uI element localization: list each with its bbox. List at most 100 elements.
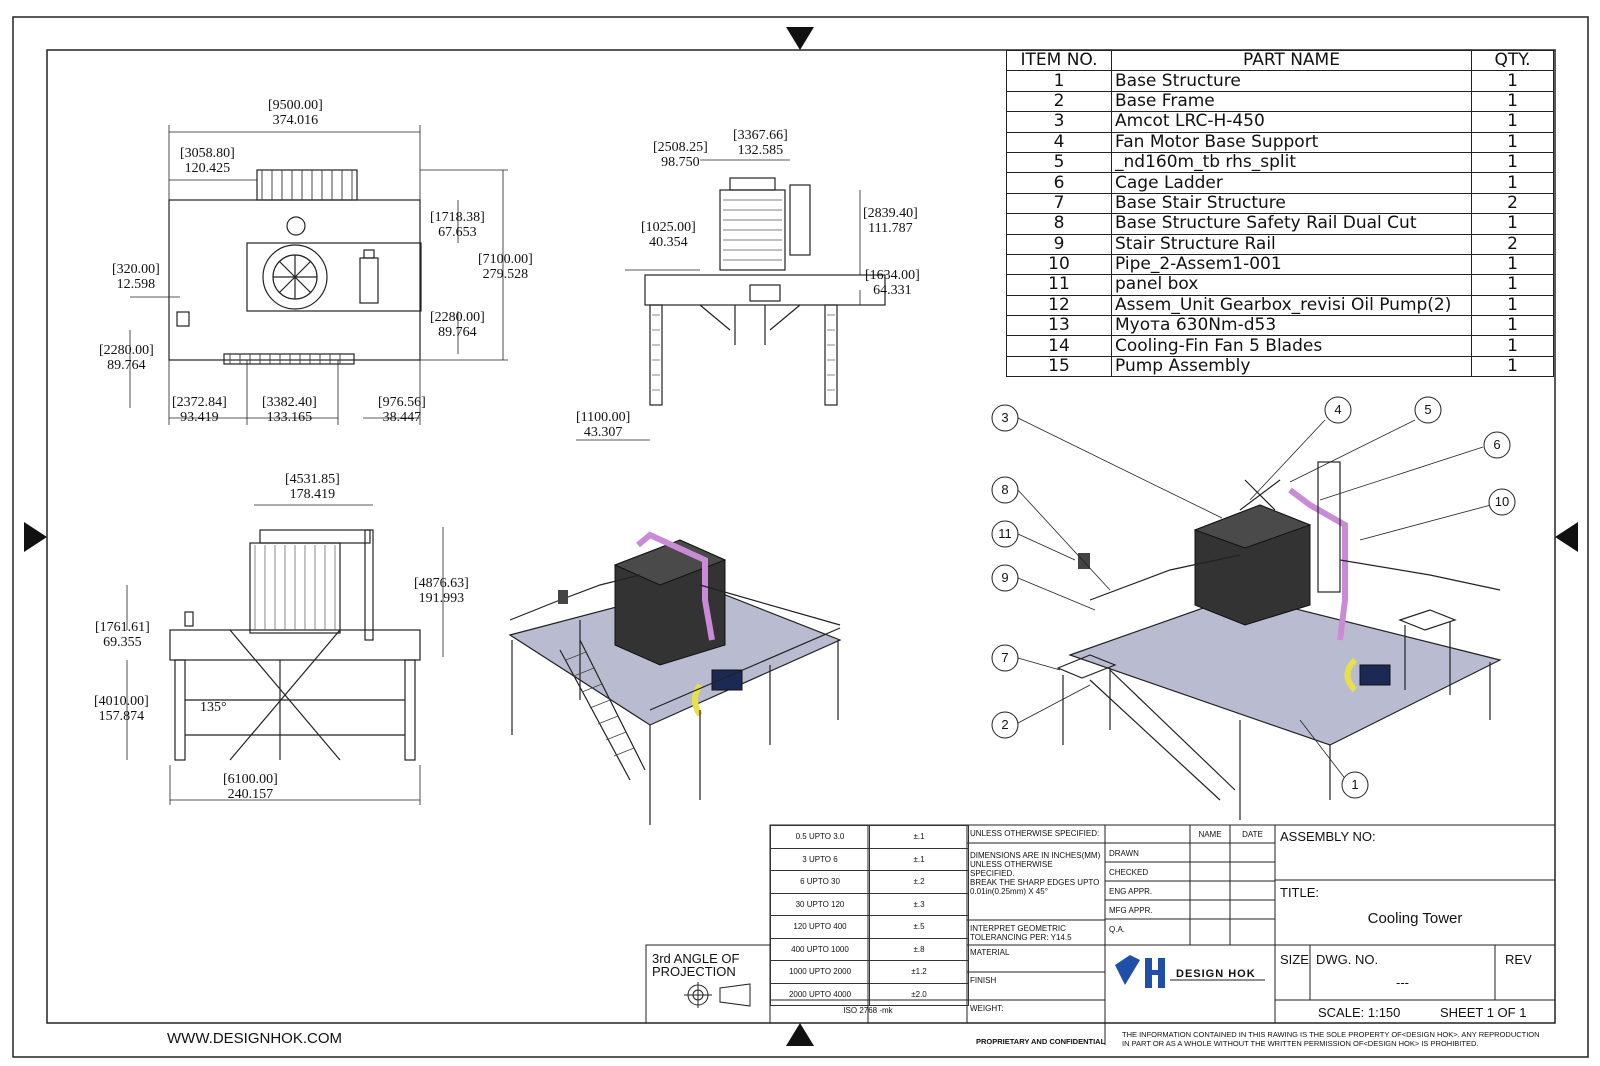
dim-label: [2280.00]89.764 <box>430 310 485 340</box>
logo-text: DESIGN HOK <box>1176 968 1256 980</box>
balloon-11: 11 <box>998 526 1012 541</box>
note-line: DIMENSIONS ARE IN INCHES(MM) <box>970 851 1101 860</box>
notice-text: THE INFORMATION CONTAINED IN THIS RAWING… <box>1122 1030 1540 1048</box>
assembly-no-label: ASSEMBLY NO: <box>1280 829 1376 844</box>
dim-label: [1634.00]64.331 <box>865 268 920 298</box>
drawing-title: Cooling Tower <box>1367 910 1463 927</box>
tol-value: ±.1 <box>869 847 969 871</box>
dim-label: [2508.25]98.750 <box>653 140 708 170</box>
size-label: SIZE <box>1280 952 1309 967</box>
name-column: NAME <box>1198 830 1222 839</box>
balloon-4: 4 <box>1334 402 1342 417</box>
balloon-5: 5 <box>1424 402 1432 417</box>
dim-label: [2280.00]89.764 <box>99 343 154 373</box>
dim-label: [320.00]12.598 <box>112 262 160 292</box>
bom-qty: 1 <box>1471 355 1554 378</box>
table-row: 2000 UPTO 4000±2.0 <box>770 982 969 1006</box>
qa-label: Q.A. <box>1109 925 1126 934</box>
bom-part-name: Pipe_2-Assem1-001 <box>1111 253 1472 276</box>
dim-label: [6100.00]240.157 <box>223 772 278 802</box>
tol-range: 6 UPTO 30 <box>770 870 870 894</box>
note-line: TOLERANCING PER: Y14.5 <box>970 933 1072 942</box>
note-line: SPECIFIED. <box>970 869 1015 878</box>
table-row: 1000 UPTO 2000±1.2 <box>770 960 969 984</box>
dim-label: [2372.84]93.419 <box>172 395 227 425</box>
dim-label: [4531.85]178.419 <box>285 472 340 502</box>
rev-label: REV <box>1505 952 1532 967</box>
projection-label: 3rd ANGLE OF PROJECTION <box>652 952 739 978</box>
dim-label: [4876.63]191.993 <box>414 576 469 606</box>
bom-part-name: Cage Ladder <box>1111 172 1472 194</box>
tol-range: 120 UPTO 400 <box>770 915 870 939</box>
material-label: MATERIAL <box>970 948 1010 957</box>
dimension-notes: DIMENSIONS ARE IN INCHES(MM) UNLESS OTHE… <box>970 851 1100 896</box>
dim-label: [1025.00]40.354 <box>641 220 696 250</box>
mfg-appr-label: MFG APPR. <box>1109 906 1153 915</box>
balloon-7: 7 <box>1001 650 1009 665</box>
balloon-6: 6 <box>1493 437 1501 452</box>
projection-symbol-icon <box>684 982 751 1008</box>
dim-label: [1100.00]43.307 <box>576 410 631 440</box>
bom-item: 15 <box>1006 355 1112 378</box>
bom-part-name: panel box <box>1111 274 1472 296</box>
tol-range: 3 UPTO 6 <box>770 847 870 871</box>
balloon-2: 2 <box>1001 717 1009 732</box>
dim-label: [3382.40]133.165 <box>262 395 317 425</box>
table-row: 30 UPTO 120±.3 <box>770 892 969 916</box>
bom-part-name: Мyота 630Nm-d53 <box>1111 315 1472 337</box>
tol-value: ±.8 <box>869 937 969 961</box>
unless-specified: UNLESS OTHERWISE SPECIFIED: <box>970 829 1100 838</box>
table-row: 3 UPTO 6±.1 <box>770 847 969 871</box>
bom-part-name: Base Structure Safety Rail Dual Cut <box>1111 213 1472 235</box>
dim-label: [2839.40]111.787 <box>863 206 918 236</box>
bom-part-name: _nd160m_tb rhs_split <box>1111 151 1472 174</box>
tol-value: ±.1 <box>869 825 969 849</box>
dwg-no-value: --- <box>1396 975 1409 990</box>
bom-header-item: ITEM NO. <box>1006 49 1112 72</box>
tol-value: ±2.0 <box>869 982 969 1006</box>
dim-label: [3367.66]132.585 <box>733 128 788 158</box>
angle-label: 135° <box>200 700 227 715</box>
balloon-3: 3 <box>1001 410 1009 425</box>
note-line: INTERPRET GEOMETRIC <box>970 924 1066 933</box>
notice-line: THE INFORMATION CONTAINED IN THIS RAWING… <box>1122 1030 1540 1039</box>
note-line: UNLESS OTHERWISE <box>970 860 1053 869</box>
tol-value: ±.3 <box>869 892 969 916</box>
design-hok-logo-icon <box>1115 955 1265 988</box>
drawn-label: DRAWN <box>1109 849 1139 858</box>
balloon-8: 8 <box>1001 482 1009 497</box>
table-row: 6 UPTO 30±.2 <box>770 870 969 894</box>
tol-range: 30 UPTO 120 <box>770 892 870 916</box>
title-label: TITLE: <box>1280 885 1320 900</box>
notice-line: IN PART OR AS A WHOLE WITHOUT THE WRITTE… <box>1122 1039 1479 1048</box>
website-link[interactable]: WWW.DESIGNHOK.COM <box>167 1030 342 1047</box>
iso-standard: ISO 2768 -mk <box>843 1006 893 1015</box>
date-column: DATE <box>1242 830 1263 839</box>
tol-range: 2000 UPTO 4000 <box>770 982 870 1006</box>
interpret-notes: INTERPRET GEOMETRIC TOLERANCING PER: Y14… <box>970 924 1072 942</box>
tol-value: ±.5 <box>869 915 969 939</box>
balloon-10: 10 <box>1494 494 1510 509</box>
bom-part-name: Pump Assembly <box>1111 355 1472 378</box>
scale-label: SCALE: 1:150 <box>1318 1005 1401 1020</box>
table-row: 0.5 UPTO 3.0±.1 <box>770 825 969 849</box>
dim-label: [3058.80]120.425 <box>180 146 235 176</box>
sheet-label: SHEET 1 OF 1 <box>1440 1005 1527 1020</box>
